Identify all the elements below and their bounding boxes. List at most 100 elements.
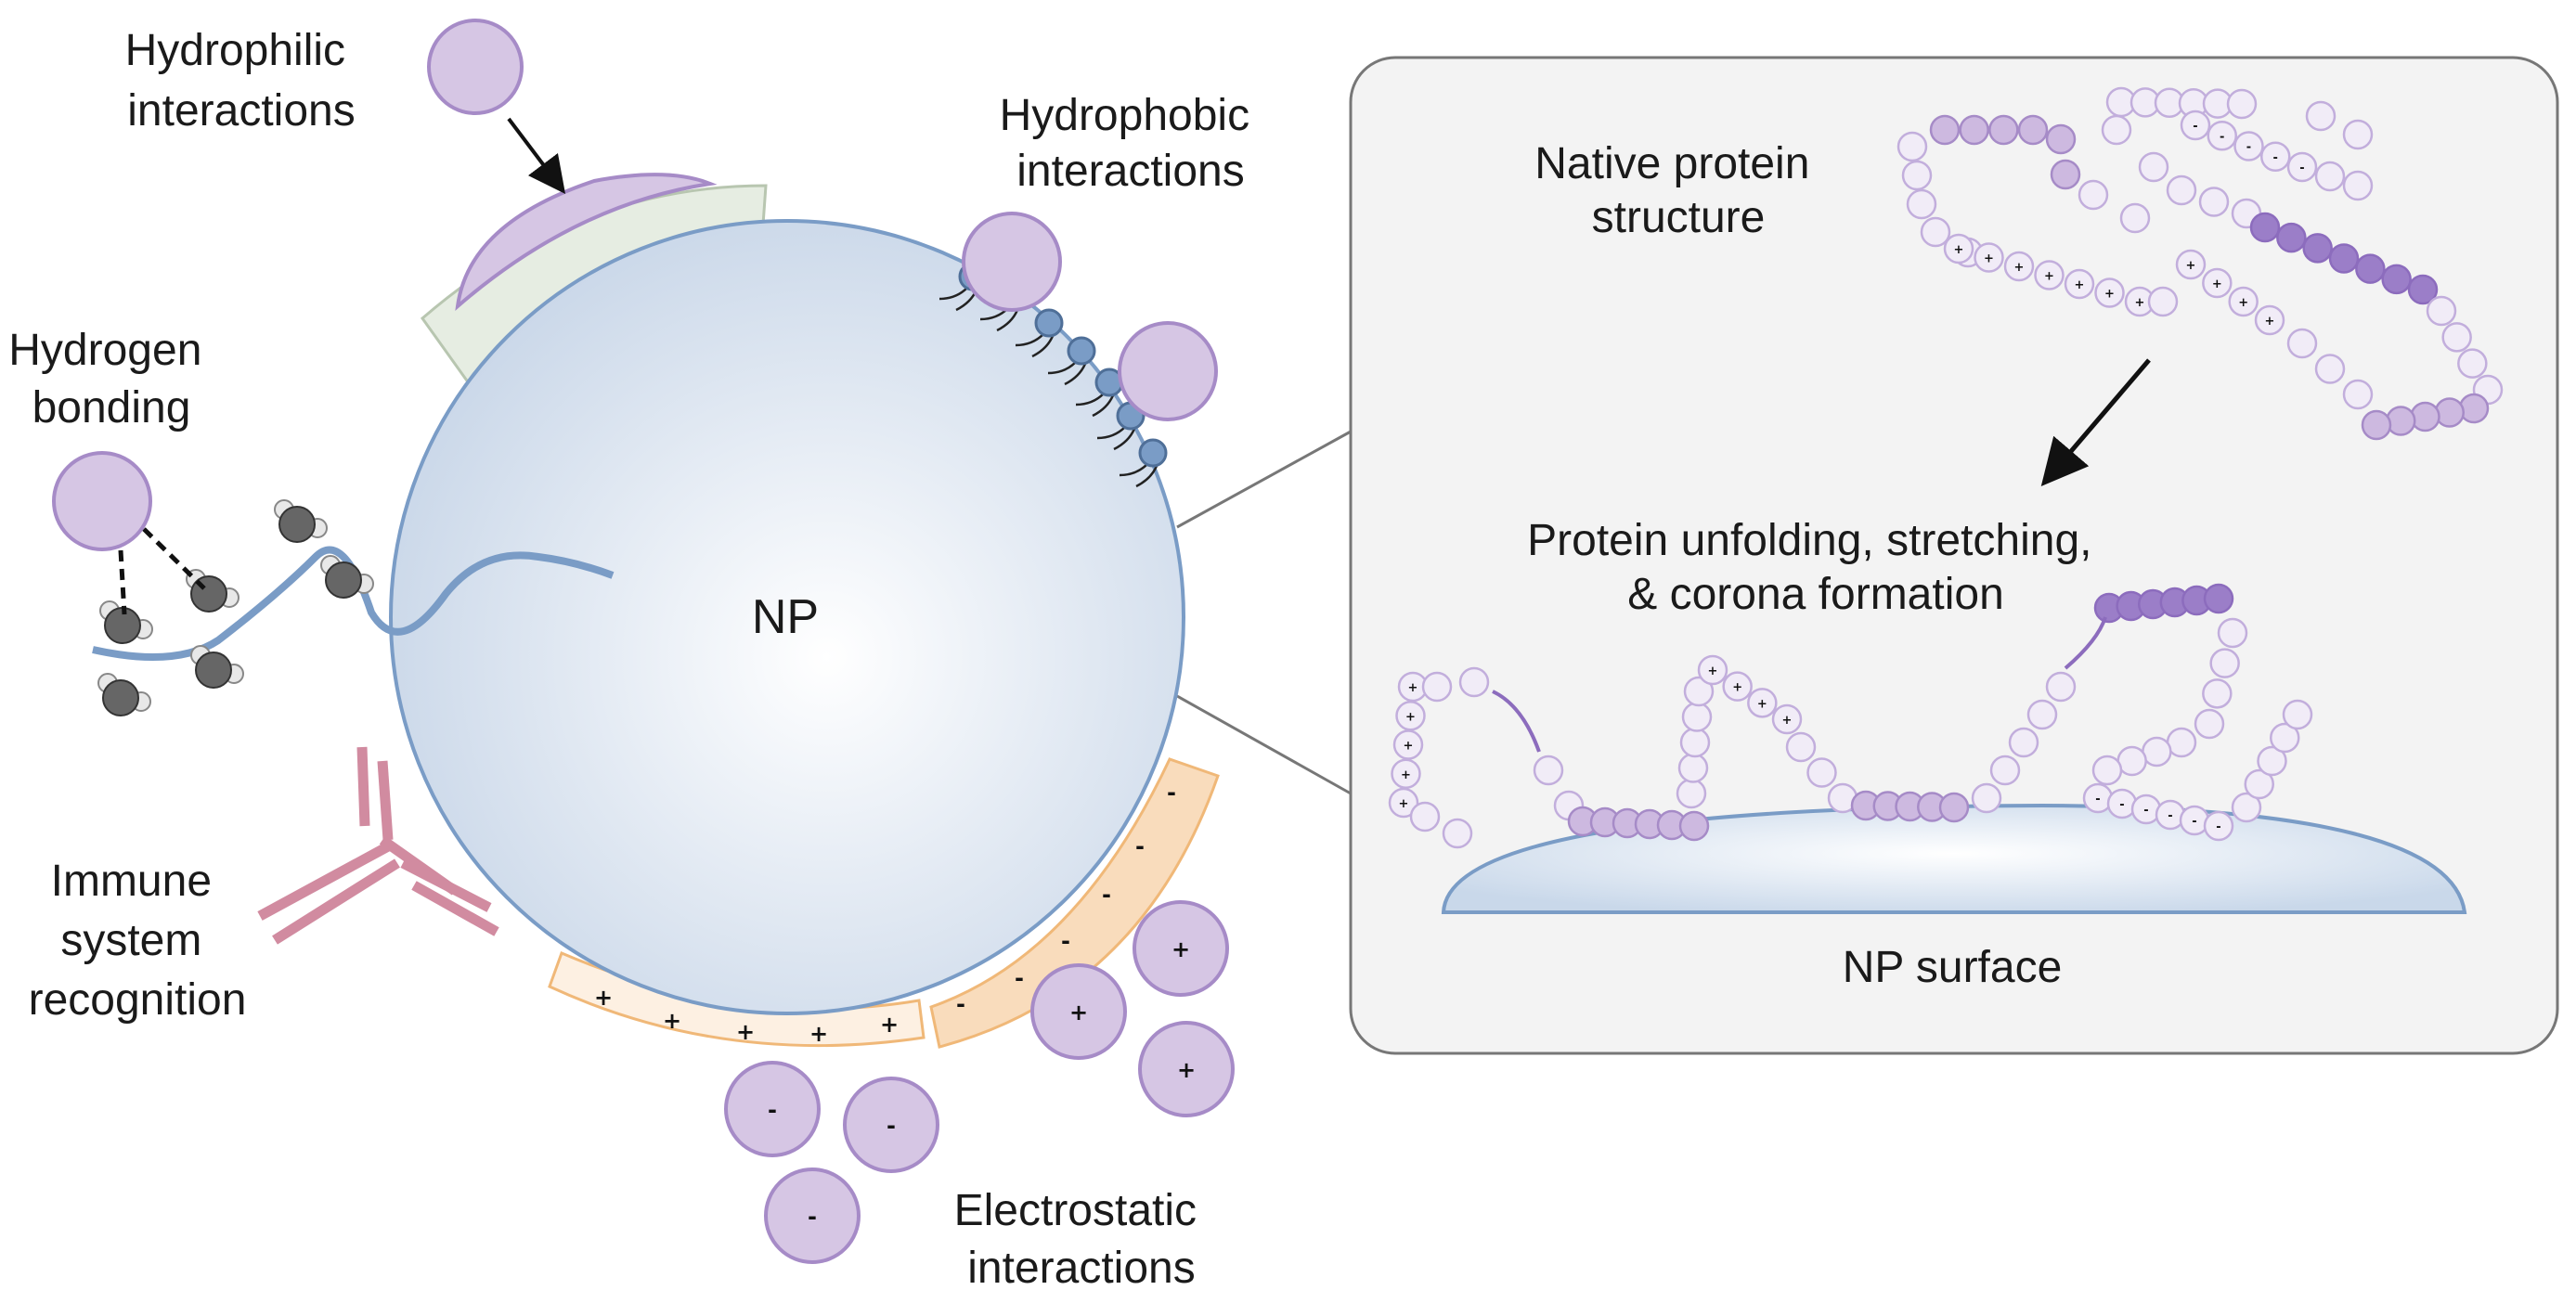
lipid-tail	[1092, 394, 1115, 418]
amino-acid-bead	[2207, 121, 2237, 151]
amino-acid-bead	[1943, 233, 1974, 264]
amino-acid-bead	[1391, 758, 1421, 789]
linker-segment	[2064, 616, 2107, 670]
water-oxygen	[102, 679, 139, 716]
protein-charge-sign: +	[1171, 936, 1190, 962]
amino-acid-bead	[1989, 755, 2021, 786]
np-label: NP	[752, 590, 819, 644]
amino-acid-bead	[2305, 100, 2337, 132]
amino-acid-bead	[2328, 243, 2360, 274]
amino-acid-bead	[1785, 731, 1817, 763]
bead-charge-sign: +	[1405, 710, 1416, 724]
bead-charge-sign: -	[2246, 141, 2251, 155]
amino-acid-bead	[2147, 286, 2179, 317]
negative-protein	[843, 1077, 939, 1173]
amino-acid-bead	[1974, 242, 2004, 273]
negative-sign: -	[1102, 882, 1111, 908]
amino-acid-bead	[2254, 304, 2285, 336]
linker-segment	[1492, 690, 1541, 753]
amino-acid-bead	[1678, 810, 1710, 842]
negative-sign: -	[1061, 928, 1070, 954]
amino-acid-bead	[2286, 328, 2318, 359]
water-oxygen	[325, 561, 362, 599]
negative-protein	[724, 1061, 821, 1157]
amino-acid-bead	[2342, 170, 2374, 201]
amino-acid-bead	[1697, 654, 1728, 686]
lipid-tail	[1075, 393, 1105, 406]
lipid-tail	[1015, 333, 1044, 347]
bead-charge-sign: +	[2014, 261, 2025, 275]
amino-acid-bead	[2226, 88, 2258, 120]
negative-sign: -	[1015, 965, 1024, 991]
bead-charge-sign: +	[2265, 315, 2275, 329]
amino-acid-bead	[2202, 678, 2233, 709]
protein-charge-sign: -	[887, 1113, 896, 1139]
amino-acid-bead	[2244, 768, 2274, 800]
water-oxygen	[278, 506, 316, 543]
unfolded-protein-chain: +++++++++------	[1388, 583, 2313, 849]
layer-charge-signs: +++++------	[594, 780, 1176, 1047]
positive-protein	[1138, 1021, 1235, 1117]
lipid-tail	[1064, 363, 1087, 386]
positive-protein	[1030, 963, 1127, 1060]
antibody	[257, 746, 499, 945]
amino-acid-bead	[2050, 159, 2081, 190]
lipid-head	[1067, 336, 1096, 366]
bead-charge-sign: +	[2212, 277, 2222, 291]
amino-acid-bead	[2119, 202, 2151, 234]
bead-charge-sign: +	[2135, 296, 2145, 310]
bead-charge-sign: -	[2095, 793, 2100, 806]
amino-acid-bead	[2203, 810, 2234, 842]
hydrophobic-label: Hydrophobic interactions	[1000, 91, 1262, 196]
bead-charge-sign: -	[2193, 120, 2197, 134]
amino-acid-bead	[2260, 141, 2291, 172]
amino-acid-bead	[2017, 114, 2049, 146]
hydrophilic-label: Hydrophilic interactions	[125, 26, 358, 135]
bead-charge-sign: +	[2238, 296, 2248, 310]
positive-sign: +	[663, 1008, 681, 1034]
amino-acid-bead	[2202, 267, 2233, 299]
lipid-tail	[996, 309, 1019, 332]
bead-charge-sign: +	[2044, 270, 2054, 284]
amino-acid-bead	[1747, 688, 1778, 718]
hydrogen-label: Hydrogen bonding	[8, 326, 214, 432]
amino-acid-bead	[2286, 151, 2318, 183]
bead-charge-sign: -	[2192, 815, 2196, 829]
native-protein-chain: +++++++-----++++	[1896, 86, 2504, 441]
amino-acid-bead	[2064, 268, 2095, 300]
amino-acid-bead	[2078, 179, 2109, 211]
amino-acid-bead	[2457, 348, 2488, 379]
amino-acid-bead	[1959, 114, 1989, 146]
amino-acid-bead	[2091, 755, 2123, 786]
positive-sign: +	[880, 1012, 899, 1038]
bead-charge-sign: -	[2119, 798, 2124, 812]
amino-acid-bead	[2314, 161, 2346, 192]
bead-charge-sign: -	[2273, 151, 2278, 165]
unfolding-arrow	[2040, 358, 2151, 487]
lipid-head	[1034, 308, 1064, 338]
negative-sign: -	[956, 991, 965, 1017]
bead-charge-sign: +	[1404, 740, 1414, 754]
amino-acid-bead	[2008, 727, 2039, 758]
negative-sign: -	[1167, 780, 1176, 806]
protein-charge-sign: -	[768, 1097, 777, 1123]
lipid-tail	[1113, 428, 1136, 451]
amino-acid-bead	[2217, 617, 2248, 649]
native-structure-label: Native protein structure	[1534, 139, 1822, 242]
zoom-connector-lines	[1176, 430, 1352, 795]
lipid-tail	[1135, 465, 1159, 488]
amino-acid-bead	[2441, 322, 2472, 353]
amino-acid-bead	[1929, 114, 1961, 146]
amino-acid-bead	[2386, 406, 2416, 436]
hydrogen-polymer-strand	[92, 546, 615, 661]
amino-acid-bead	[2228, 286, 2259, 317]
amino-acid-bead	[2434, 397, 2465, 428]
amino-acid-bead	[1971, 782, 2002, 814]
amino-acid-bead	[2410, 401, 2440, 432]
amino-acid-bead	[2101, 114, 2132, 146]
bead-charge-sign: +	[1708, 664, 1718, 678]
amino-acid-bead	[2342, 119, 2374, 150]
amino-acid-bead	[2361, 409, 2392, 441]
lipid-head	[1138, 438, 1168, 468]
hydrophobic-protein-2	[1118, 321, 1218, 421]
